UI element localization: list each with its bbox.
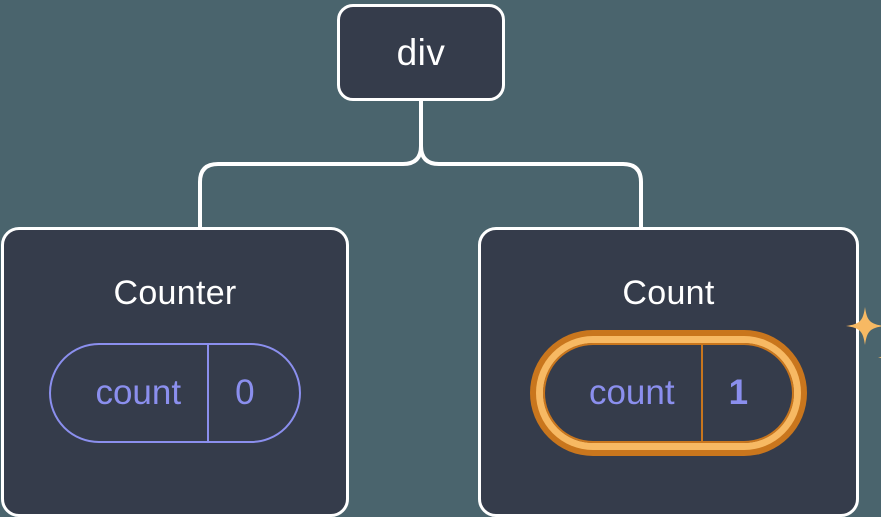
state-badge-count[interactable]: count 1 (542, 343, 795, 443)
node-root-label: div (396, 31, 446, 73)
node-count[interactable]: Count count 1 (478, 227, 881, 517)
state-key-counter: count (95, 373, 182, 412)
state-badge-wrap-counter: count 0 (49, 343, 301, 443)
state-badge-counter[interactable]: count 0 (49, 343, 301, 443)
node-root[interactable]: div (337, 4, 505, 101)
diagram-canvas: div Counter count 0 Count count 1 (1, 4, 881, 517)
node-count-title: Count (622, 274, 715, 312)
sparkle-small-icon (877, 356, 881, 358)
sparkle-large-icon (845, 307, 881, 345)
state-key-count: count (588, 373, 675, 412)
state-value-count: 1 (700, 345, 792, 441)
state-badge-wrap-count: count 1 (542, 307, 881, 443)
node-counter[interactable]: Counter count 0 (1, 227, 349, 517)
state-value-counter: 0 (207, 345, 298, 441)
sparkle-icons (845, 307, 881, 358)
node-counter-title: Counter (113, 274, 237, 312)
